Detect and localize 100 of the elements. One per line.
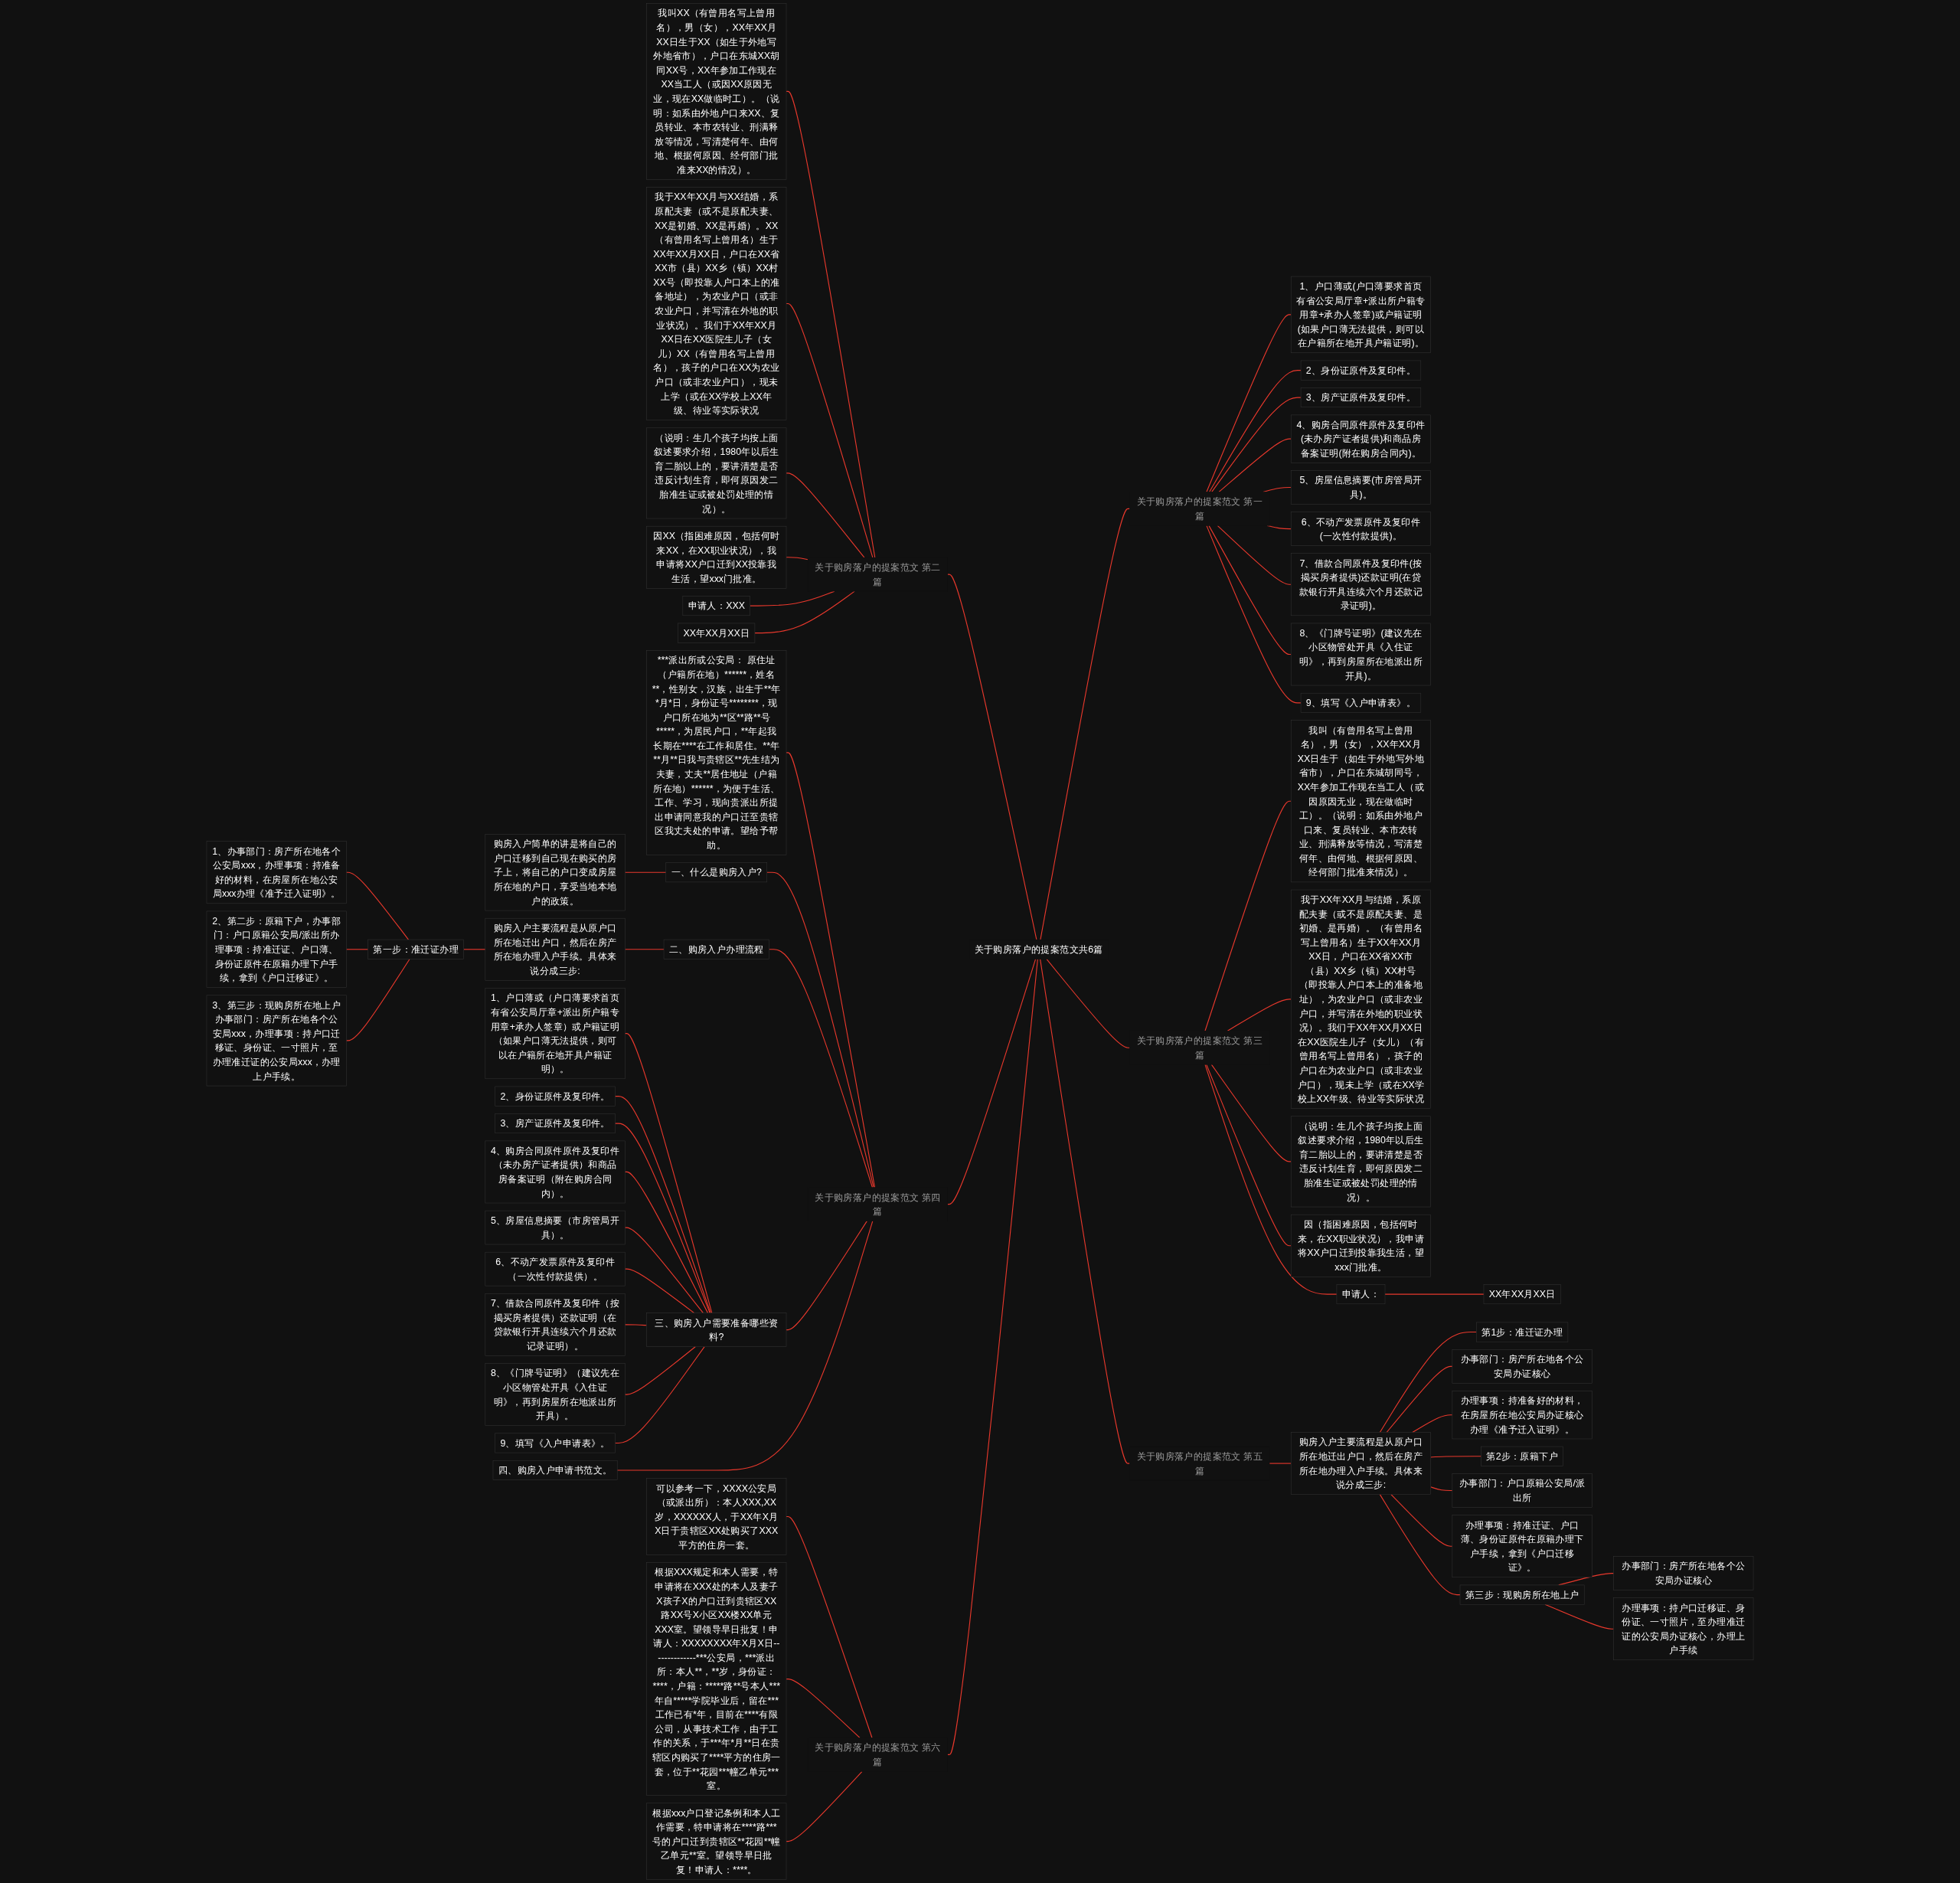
node-box: 5、房屋信息摘要（市房管局开具）。 — [485, 1210, 626, 1245]
node-box: 7、借款合同原件及复印件(按揭买房者提供)还款证明(在贷款银行开具连续六个月还款记录证明)。 — [1290, 553, 1431, 616]
node-box: 我叫（有曾用名写上曾用名），男（女），XX年XX月XX日生于（如生于外地写外地省市），户口在东城胡同号，XX年参加工作现在当工人（或因原因无业，现在做临时工）。（说明：如系由外地户口来、复员转业、本市农转业、刑满释放等情况，写清楚何年、由何地、根据何原因、经何部门批准来情况）。 — [1290, 720, 1431, 883]
node-text: 关于购房落户的提案范文 第五篇 — [1136, 1450, 1263, 1476]
connector — [1040, 958, 1131, 1464]
node-box: 三、购房入户需要准备哪些资料? — [646, 1313, 787, 1347]
connector — [614, 1346, 705, 1443]
node-box: 二、购房入户办理流程 — [663, 939, 769, 959]
connector — [947, 958, 1037, 1205]
node-box: 我于XX年XX月与XX结婚，系原配夫妻（或不是原配夫妻、XX是初婚、XX是再婚）。XX（有曾用名写上曾用名）生于XX年XX月XX日，户口在XX省XX市（县）XX乡（镇）XX村XX号（即投靠人户口本上的准备地址），为农业户口（或非农业户口，并写清在外地的职业状况）。我们于XX年XX月XX日在XX医院生儿子（女儿）XX（有曾用名写上曾用名），孩子的户口在XX为农业户口（或非农业户口），现未上学（或在XX学校上XX年级、待业等实际状况 — [646, 187, 787, 420]
node-box: 办事部门：房产所在地各个公安局办证核心 — [1452, 1349, 1592, 1384]
connector — [1204, 800, 1292, 1031]
connector — [1379, 1494, 1461, 1596]
node-box: 第一步：准迁证办理 — [368, 939, 464, 959]
connector — [463, 949, 486, 950]
connector — [624, 1268, 695, 1314]
connector — [1206, 525, 1302, 704]
node-text: 关于购房落户的提案范文 第三篇 — [1136, 1035, 1263, 1061]
connector — [1208, 525, 1292, 655]
node-box: 9、填写《入户申请表》。 — [1300, 692, 1422, 713]
connector — [624, 1346, 696, 1395]
node-text: 关于购房落户的提案范文 第四篇 — [815, 1192, 941, 1218]
connector — [1266, 525, 1292, 530]
node-box: 8、《门牌号证明》(建议先在小区物管处开具《入住证明》，再到房屋所在地派出所开具)。 — [1290, 623, 1431, 686]
connector — [624, 1171, 709, 1314]
connector — [345, 958, 410, 1041]
connector — [616, 1221, 874, 1471]
connector — [1386, 1365, 1453, 1433]
connector — [624, 1033, 713, 1314]
node-box: 4、购房合同原件原件及复印件（未办房产证者提供）和商品房备案证明（附在购房合同内）。 — [485, 1140, 626, 1204]
connector — [1217, 525, 1292, 585]
connector — [1218, 438, 1292, 492]
connector — [1206, 314, 1292, 492]
node-box: 6、不动产发票原件及复印件(一次性付款提供)。 — [1290, 512, 1431, 546]
node-box: 5、房屋信息摘要(市房管局开具)。 — [1290, 470, 1431, 505]
connector — [786, 1679, 861, 1739]
node-box: XX年XX月XX日 — [1483, 1284, 1561, 1305]
connector — [786, 90, 876, 558]
node-box: 1、办事部门：房产所在地各个公安局xxx，办理事项：持准备好的材料，在房屋所在地公安局xxx办理《准予迁入证明》。 — [206, 841, 347, 904]
connector — [947, 958, 1038, 1755]
node-box: 8、《门牌号证明》（建议先在小区物管处开具《入住证明》，再到房屋所在地派出所开具）。 — [485, 1363, 626, 1426]
connector — [1210, 1064, 1292, 1162]
connector — [1204, 1064, 1338, 1295]
connector — [1379, 1332, 1477, 1433]
connector — [786, 752, 876, 1188]
connector — [786, 1770, 863, 1842]
connector — [1430, 1486, 1453, 1492]
node-box: 2、第二步：原籍下户，办事部门：户口原籍公安局/派出所办理事项：持准迁证、户口薄、身份证原件在原籍办理下户手续，拿到《户口迁移证》。 — [206, 910, 347, 988]
node-box: 办事部门：房产所在地各个公安局办证核心 — [1613, 1556, 1754, 1590]
node-box: 办理事项：持准备好的材料，在房屋所在地公安局办证核心办理《准予迁入证明》。 — [1452, 1391, 1592, 1440]
connector — [786, 1515, 873, 1739]
connector — [624, 871, 667, 873]
node-box: 购房入户简单的讲是将自己的户口迁移到自己现在购买的房子上，将自己的户口变成房屋所在地的户口，享受当地本地户的政策。 — [485, 834, 626, 911]
node-box: （说明：生几个孩子均按上面叙述要求介绍，1980年以后生育二胎以上的，要讲清楚是否违反计划生育，即何原因发二胎准生证或被处罚处理的情况）。 — [1290, 1116, 1431, 1208]
connector — [754, 590, 855, 634]
node-box: 我于XX年XX月与结婚，系原配夫妻（或不是原配夫妻、是初婚、是再婚）。（有曾用名写上曾用名）生于XX年XX月XX日，户口在XX省XX市（县）XX乡（镇）XX村号（即投靠人户口本上的准备地址），为农业户口（或非农业户口，并写清在外地的职业状况）。我们于XX年XX月XX日在XX医院生儿子（女儿）（有曾用名写上曾用名），孩子的户口在为农业户口（或非农业户口），现未上学（或在XX学校上XX年级、待业等实际状况 — [1290, 889, 1431, 1109]
connector — [345, 871, 410, 940]
node-box: 7、借款合同原件及复印件（按揭买房者提供）还款证明（在贷款银行开具连续六个月还款记录证明）。 — [485, 1293, 626, 1356]
node-box: 办理事项：持户口迁移证、身份证、一寸照片，至办理准迁证的公安局办证核心，办理上户手续 — [1613, 1597, 1754, 1661]
node-box: 第1步：准迁证办理 — [1476, 1322, 1569, 1342]
connector — [768, 949, 874, 1188]
connector — [624, 1324, 648, 1326]
connector — [1430, 1456, 1482, 1458]
node-box: 一、什么是购房入户? — [665, 862, 767, 883]
node-box: 购房入户主要流程是从原户口所在地迁出户口，然后在房产所在地办理入户手续。具体来说分成三步: — [1290, 1432, 1431, 1495]
node-box: 6、不动产发票原件及复印件（一次性付款提供）。 — [485, 1251, 626, 1286]
node-box: 4、购房合同原件原件及复印件(未办房产证者提供)和商品房备案证明(附在购房合同内)。 — [1290, 414, 1431, 463]
node-box: ***派出所或公安局： 原住址（户籍所在地）******，姓名**，性别女，汉族，出生于**年*月*日，身份证号********，现户口所在地为**区**路**号*****，为居民户口，**年起我长期在****在工作和居住。**年**月**日我与贵辖区**先生结为夫妻，丈夫**居住地址（户籍所在地）******，为便于生活、工作、学习，现向贵派出所提出申请同意我的户口迁至贵辖区我丈夫处的申请。望给予帮助。 — [646, 650, 787, 855]
node-box: 3、房产证原件及复印件。 — [1300, 387, 1422, 407]
node-box: 办理事项：持准迁证、户口薄、身份证原件在原籍办理下户手续，拿到《户口迁移证》。 — [1452, 1515, 1592, 1578]
node-box: 3、房产证原件及复印件。 — [495, 1113, 616, 1133]
node-text: 关于购房落户的提案范文共6篇 — [974, 943, 1103, 955]
node-box: 1、户口薄或(户口薄要求首页有省公安局厅章+派出所户籍专用章+承办人签章)或户籍证明(如果户口薄无法提供，则可以在户籍所在地开具户籍证明)。 — [1290, 276, 1431, 354]
connector — [786, 303, 874, 558]
node-box: 根据XXX规定和本人需要，特申请将在XXX处的本人及妻子X孩子X的户口迁到贵辖区XX路XX号X小区XX楼XX单元XXX室。望领导早日批复！申请人：XXXXXXXX年X月X日--------------***公安局，***派出所：本人**，**岁，身份证：****，户籍：*****路**号本人***年自*****学院毕业后，留在***工作已有*年，目前在****有限公司，从事技术工作，由于工作的关系，于***年*月**日在贵辖区内购买了****平方的住房一套，位于**花园***幢乙单元***室。 — [646, 1562, 787, 1796]
connector — [1384, 1293, 1485, 1295]
node-box: 第2步：原籍下户 — [1481, 1446, 1563, 1466]
connector — [1040, 508, 1131, 940]
node-box: 申请人：XXX — [682, 596, 750, 616]
node-box: 购房入户主要流程是从原户口所在地迁出户口，然后在房产所在地办理入户手续。具体来说分成三步: — [485, 917, 626, 981]
connector — [1227, 999, 1292, 1031]
node-text: 关于购房落户的提案范文 第六篇 — [815, 1742, 941, 1767]
node-box: 3、第三步：现购房所在地上户办事部门：房产所在地各个公安局xxx，办理事项：持户口迁移证、身份证、一寸照片，至办理准迁证的公安局xxx，办理上户手续。 — [206, 995, 347, 1087]
connector — [345, 949, 369, 950]
node-text: 关于购房落户的提案范文 第二篇 — [815, 561, 941, 587]
connector — [1211, 397, 1302, 492]
node-box: 我叫XX（有曾用名写上曾用名），男（女），XX年XX月XX日生于XX（如生于外地写外地省市），户口在东城XX胡同XX号，XX年参加工作现在XX当工人（或因XX原因无业，现在XX做临时工）。（说明：如系由外地户口来XX、复员转业、本市农转业、刑满释放等情况，写清楚何年、由何地、根据何原因、经何部门批准来XX的情况）。 — [646, 3, 787, 180]
connector — [1390, 1494, 1453, 1547]
node-box: 第三步：现购房所在地上户 — [1459, 1584, 1585, 1605]
connector — [1412, 1414, 1453, 1433]
connector — [786, 557, 808, 561]
connector — [766, 871, 874, 1188]
node-box: 申请人： — [1336, 1284, 1386, 1305]
node-box: 因（指困难原因，包括何时来，在XX职业状况），我申请将XX户口迁到投靠我生活，望xxx门批准。 — [1290, 1214, 1431, 1277]
connector — [1046, 958, 1131, 1048]
node-box: 四、购房入户申请书范文。 — [492, 1460, 618, 1480]
node-box: 2、身份证原件及复印件。 — [1300, 360, 1422, 381]
connector — [624, 949, 665, 950]
node-box: 9、填写《入户申请表》。 — [495, 1433, 616, 1453]
connector — [624, 1227, 704, 1314]
